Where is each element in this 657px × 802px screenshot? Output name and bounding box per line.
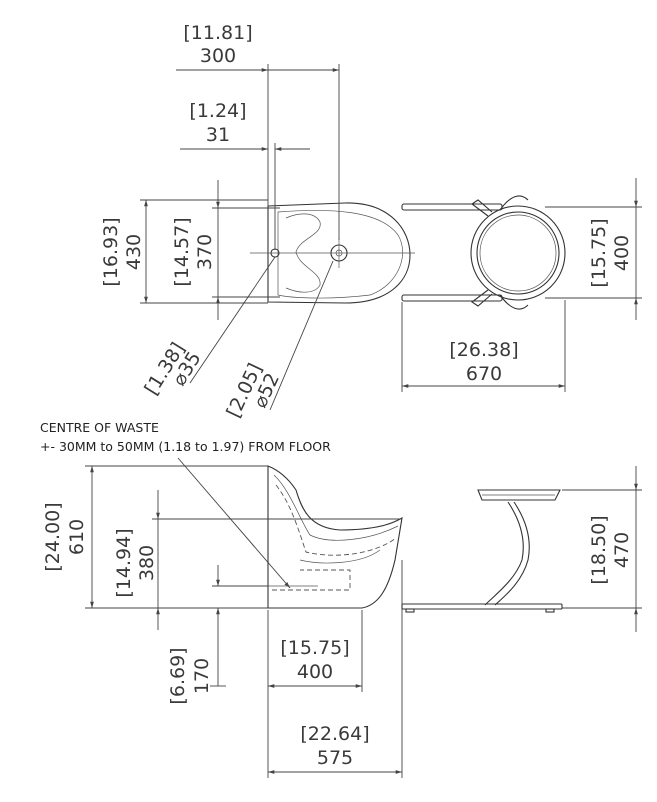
dim-base-width-mm: 400 xyxy=(297,661,333,683)
dim-side-height: [24.00] 610 xyxy=(42,465,268,609)
dim-top-inner-depth-mm: 370 xyxy=(194,234,216,270)
note-line-2: +- 30MM to 50MM (1.18 to 1.97) FROM FLOO… xyxy=(40,439,331,454)
dim-top-inner-depth: [14.57] 370 xyxy=(171,180,280,320)
note-line-1: CENTRE OF WASTE xyxy=(40,420,159,435)
top-view-frame xyxy=(401,195,566,310)
dim-top-width-inch: [11.81] xyxy=(183,22,252,44)
waste-note: CENTRE OF WASTE +- 30MM to 50MM (1.18 to… xyxy=(40,420,331,589)
dim-top-depth: [16.93] 430 xyxy=(100,199,268,304)
dim-side-height-inch: [24.00] xyxy=(42,502,64,571)
dim-top-depth-inch: [16.93] xyxy=(100,217,122,286)
dim-frame-width: [15.75] 400 xyxy=(545,178,642,320)
dim-frame-height: [18.50] 470 xyxy=(562,466,642,632)
dim-waste-height: [6.69] 170 xyxy=(167,565,268,705)
dim-frame-length-mm: 670 xyxy=(466,363,502,385)
dim-frame-length-inch: [26.38] xyxy=(449,339,518,361)
side-view-frame xyxy=(401,489,563,613)
dim-waste-height-mm: 170 xyxy=(191,658,213,694)
dim-frame-width-inch: [15.75] xyxy=(588,218,610,287)
top-view-urinal xyxy=(250,202,415,304)
dim-rim-height-mm: 380 xyxy=(136,545,158,581)
dim-top-inner-depth-inch: [14.57] xyxy=(171,217,193,286)
dim-overall-width: [22.64] 575 xyxy=(268,560,403,778)
dim-top-width-mm: 300 xyxy=(200,45,236,67)
side-view-urinal xyxy=(267,465,403,609)
dim-top-offset-mm: 31 xyxy=(206,124,230,146)
dim-side-height-mm: 610 xyxy=(66,519,88,555)
dim-base-width: [15.75] 400 xyxy=(267,610,363,778)
dim-frame-length: [26.38] 670 xyxy=(401,300,566,392)
dim-top-offset: [1.24] 31 xyxy=(180,100,310,250)
dim-top-width: [11.81] 300 xyxy=(176,22,340,240)
dim-rim-height-inch: [14.94] xyxy=(113,528,135,597)
dim-frame-width-mm: 400 xyxy=(611,235,633,271)
dim-overall-width-mm: 575 xyxy=(317,747,353,769)
dim-overall-width-inch: [22.64] xyxy=(300,723,369,745)
dim-top-depth-mm: 430 xyxy=(123,234,145,270)
dim-frame-height-inch: [18.50] xyxy=(588,515,610,584)
dim-base-width-inch: [15.75] xyxy=(280,637,349,659)
dim-rim-height: [14.94] 380 xyxy=(113,490,400,630)
dim-top-offset-inch: [1.24] xyxy=(189,100,246,122)
dim-waste-height-inch: [6.69] xyxy=(167,647,189,704)
dim-frame-height-mm: 470 xyxy=(611,532,633,568)
